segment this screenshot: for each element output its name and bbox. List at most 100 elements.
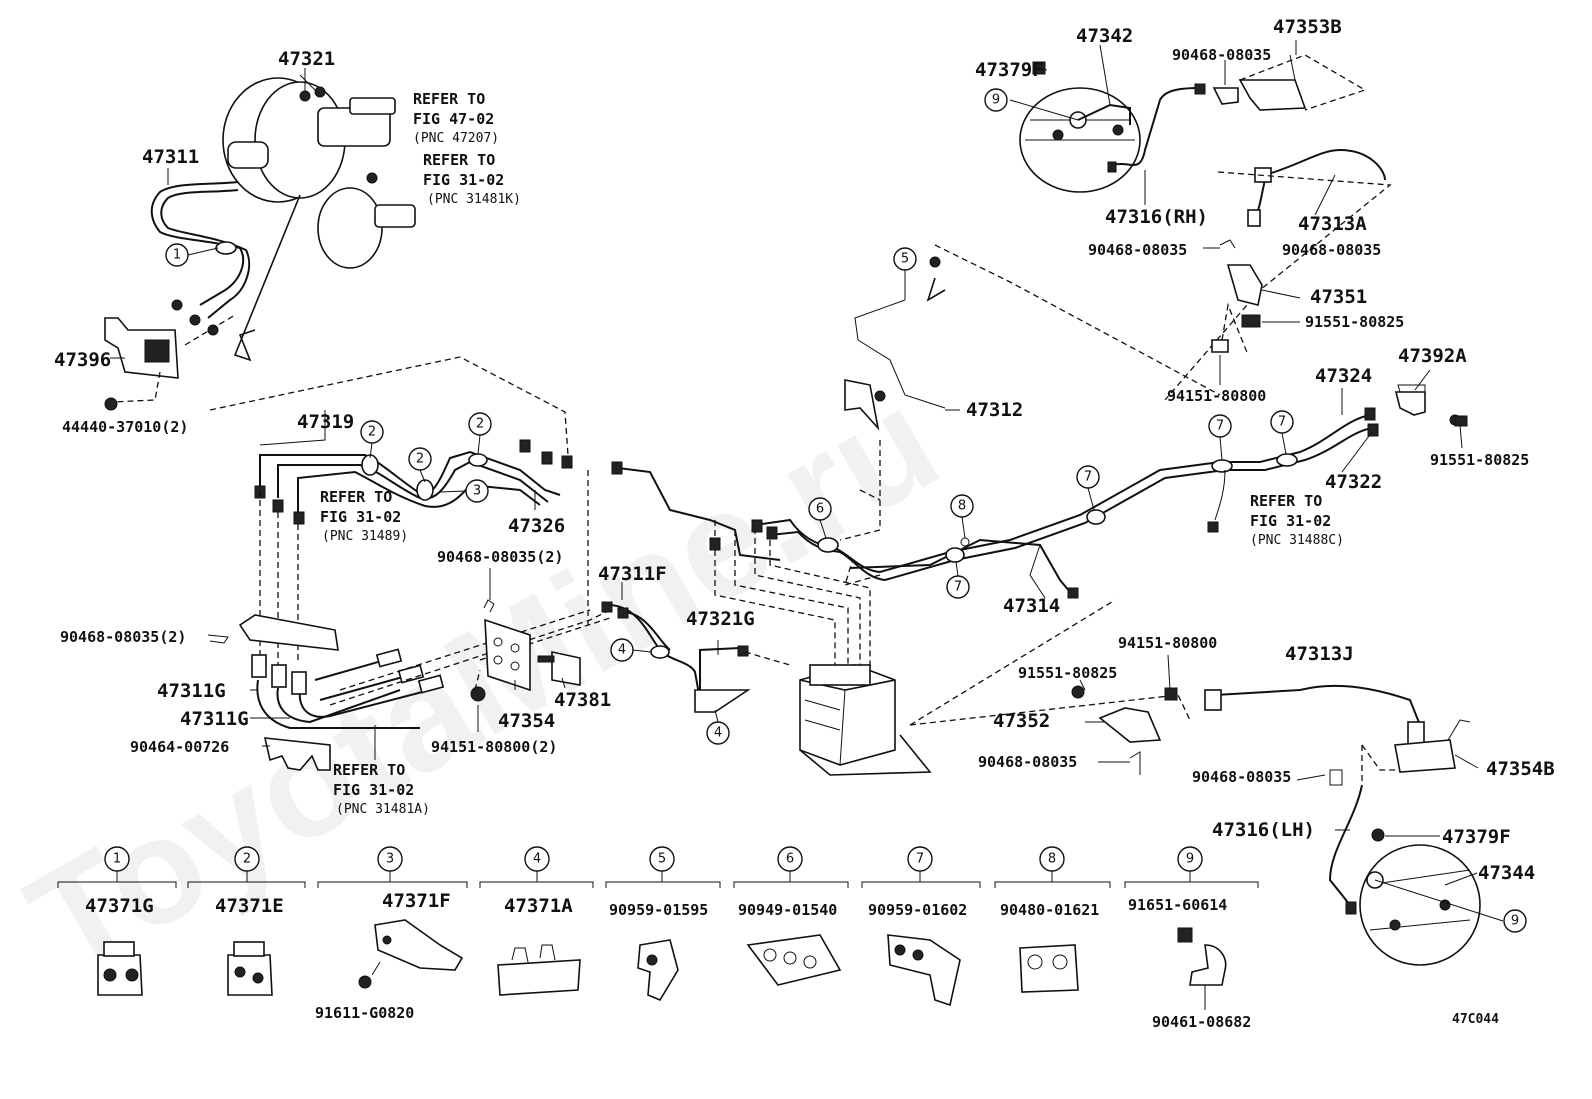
label-47313J: 47313J [1285, 643, 1354, 665]
svg-text:91651-60614: 91651-60614 [1128, 896, 1227, 914]
label-47379F-top: 47379F [975, 59, 1044, 81]
brake-actuator [714, 520, 932, 776]
svg-text:4: 4 [618, 643, 626, 658]
svg-text:(PNC 31481K): (PNC 31481K) [427, 192, 521, 207]
reference-block-1: REFER TO FIG 47-02 (PNC 47207) [413, 90, 499, 146]
svg-text:6: 6 [816, 502, 824, 517]
label-47316LH: 47316(LH) [1212, 819, 1315, 841]
svg-text:4: 4 [714, 726, 722, 741]
callout-9a: 9 [984, 88, 1008, 112]
bracket-47392A [1394, 384, 1468, 427]
svg-text:2: 2 [368, 425, 376, 440]
label-91551-80825-a: 91551-80825 [1305, 313, 1404, 331]
label-90468-08035-2-top: 90468-08035(2) [437, 548, 563, 566]
svg-text:1: 1 [113, 852, 121, 867]
label-94151-80800-2: 94151-80800(2) [431, 738, 557, 756]
svg-text:3: 3 [386, 852, 394, 867]
callout-7a: 7 [946, 561, 970, 599]
clamp-4: 4 47371A [497, 846, 581, 996]
callout-5: 5 [893, 247, 917, 300]
svg-text:9: 9 [1186, 852, 1194, 867]
label-47311G-a: 47311G [157, 680, 226, 702]
clamp-6: 6 90949-01540 [738, 846, 842, 986]
callout-7c: 7 [1208, 414, 1232, 461]
svg-text:7: 7 [1216, 419, 1224, 434]
svg-text:9: 9 [1511, 914, 1519, 929]
svg-text:(PNC 31481A): (PNC 31481A) [336, 802, 430, 817]
reference-block-5: REFER TO FIG 31-02 (PNC 31488C) [1250, 492, 1344, 548]
pipe-47313J [1204, 684, 1471, 785]
svg-text:90480-01621: 90480-01621 [1000, 901, 1099, 919]
brake-booster-assembly [222, 74, 416, 362]
lower-left-pipes [207, 490, 611, 771]
clamp-9: 9 91651-60614 90461-08682 [1128, 846, 1251, 1031]
clamp-3: 3 47371F 91611-G0820 [315, 846, 464, 1022]
label-47396: 47396 [54, 349, 111, 371]
label-91551-80825-b: 91551-80825 [1430, 451, 1529, 469]
svg-text:8: 8 [958, 499, 966, 514]
svg-text:REFER TO: REFER TO [333, 761, 405, 779]
label-90464-00726: 90464-00726 [130, 738, 229, 756]
diagram-code: 47C044 [1452, 1012, 1499, 1027]
label-47324: 47324 [1315, 365, 1372, 387]
svg-text:7: 7 [1278, 415, 1286, 430]
label-47311: 47311 [142, 146, 199, 168]
label-47314: 47314 [1003, 595, 1060, 617]
svg-text:90959-01595: 90959-01595 [609, 901, 708, 919]
label-47321G: 47321G [686, 608, 755, 630]
svg-text:2: 2 [476, 417, 484, 432]
svg-text:FIG 31-02: FIG 31-02 [320, 508, 401, 526]
label-44440-37010: 44440-37010(2) [62, 418, 188, 436]
bracket-47351 [1211, 239, 1263, 356]
svg-text:REFER TO: REFER TO [320, 488, 392, 506]
label-94151-80800-a: 94151-80800 [1167, 387, 1266, 405]
svg-text:47371E: 47371E [215, 895, 284, 917]
callout-8: 8 [950, 494, 974, 539]
callout-9b: 9 [1503, 909, 1527, 933]
callout-4a: 4 [610, 638, 652, 662]
svg-text:7: 7 [1084, 470, 1092, 485]
bracket-47354 [470, 599, 581, 702]
label-47353B: 47353B [1273, 16, 1342, 38]
label-90468-08035-2-left: 90468-08035(2) [60, 628, 186, 646]
bracket-47352 [909, 599, 1191, 775]
label-90468-08035-mid2: 90468-08035 [1282, 241, 1381, 259]
svg-text:(PNC 47207): (PNC 47207) [413, 131, 499, 146]
bracket-47396 [104, 314, 236, 411]
svg-text:FIG 31-02: FIG 31-02 [1250, 512, 1331, 530]
svg-text:9: 9 [992, 93, 1000, 108]
label-47392A: 47392A [1398, 345, 1467, 367]
label-47351: 47351 [1310, 286, 1367, 308]
svg-text:7: 7 [954, 580, 962, 595]
clamp-legend: 1 47371G 2 47371E 3 47371F 91611-G0820 4… [57, 846, 1259, 1031]
reference-block-3: REFER TO FIG 31-02 (PNC 31489) [320, 488, 408, 544]
svg-text:REFER TO: REFER TO [1250, 492, 1322, 510]
label-47344: 47344 [1478, 862, 1535, 884]
label-47322: 47322 [1325, 471, 1382, 493]
callout-7b: 7 [1076, 465, 1100, 511]
label-94151-80800-b: 94151-80800 [1118, 634, 1217, 652]
pipe-47311F [601, 601, 701, 701]
callout-4b: 4 [706, 709, 730, 745]
callout-1: 1 [165, 243, 219, 267]
label-47312: 47312 [966, 399, 1023, 421]
callout-2c: 2 [468, 412, 492, 455]
svg-text:4: 4 [533, 852, 541, 867]
clamp-1: 1 47371G [85, 846, 154, 996]
pipe-47312 [839, 244, 1221, 541]
pipe-47313A [1164, 148, 1392, 401]
label-47342: 47342 [1076, 25, 1133, 47]
pipe-47321G [694, 645, 791, 713]
callout-2b: 2 [408, 447, 432, 483]
label-90468-08035-low: 90468-08035 [978, 753, 1077, 771]
label-47319: 47319 [297, 411, 354, 433]
callout-2a: 2 [360, 420, 384, 459]
clamp-8: 8 90480-01621 [1000, 846, 1099, 993]
svg-text:47371G: 47371G [85, 895, 154, 917]
svg-text:8: 8 [1048, 852, 1056, 867]
label-47313A: 47313A [1298, 213, 1367, 235]
callout-7d: 7 [1270, 410, 1294, 455]
svg-text:91611-G0820: 91611-G0820 [315, 1004, 414, 1022]
label-90468-08035-top: 90468-08035 [1172, 46, 1271, 64]
